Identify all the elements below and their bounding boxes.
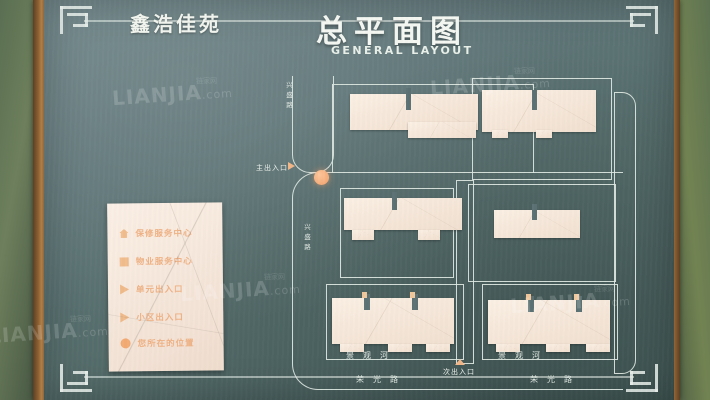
building-notch (576, 296, 582, 312)
road-outline-central-block (340, 188, 454, 278)
building-block-se1b (496, 344, 520, 352)
road-outline-south-west-block (326, 284, 464, 360)
main-entrance-triangle-icon (288, 162, 295, 170)
unit-entrance-marker (574, 294, 579, 300)
building-block-sw1b (340, 344, 364, 352)
legend-item-repair-center: 保修服务中心 (119, 227, 193, 240)
estate-name: 鑫浩佳苑 (130, 12, 222, 36)
building-block-n1b (408, 122, 476, 138)
you-are-here-marker (314, 170, 329, 185)
building-notch (532, 204, 537, 220)
frame-line-bottom (84, 376, 634, 378)
road-outline-west-loop (292, 76, 334, 173)
building-notch (364, 294, 370, 310)
main-entrance-label: 主出入口 (256, 164, 288, 172)
river-label-east: 景观河 (498, 351, 549, 360)
road-outline-east-block (468, 184, 616, 282)
legend-label: 您所在的位置 (137, 338, 195, 350)
legend-item-property-center: 物业服务中心 (119, 255, 193, 268)
building-block-ne1b (492, 130, 508, 138)
unit-entrance-marker (526, 294, 531, 300)
house-icon (119, 229, 128, 238)
wood-post-left (33, 0, 47, 400)
dot-icon (120, 338, 131, 349)
building-block-c1b (352, 230, 374, 240)
legend-item-your-location: 您所在的位置 (120, 337, 195, 350)
road-outline-east-edge (614, 92, 636, 374)
building-block-sw1 (332, 298, 454, 344)
triangle-icon (119, 284, 130, 295)
building-block-sw1c (388, 344, 412, 352)
building-block-sw1d (426, 344, 450, 352)
building-block-c1c (418, 230, 440, 240)
building-block-c1 (344, 198, 462, 230)
road-label-west-vertical: 兴盛路 (286, 81, 293, 109)
legend-label: 小区出入口 (136, 312, 184, 324)
road-label-central-vertical: 兴盛路 (304, 223, 311, 251)
building-block-ne1 (482, 90, 596, 132)
site-map: 兴盛路 兴盛路 主出入口 次出入口 景观河 景观河 荣光路 荣光路 (240, 62, 670, 390)
square-icon (119, 256, 129, 266)
unit-entrance-marker (362, 292, 367, 298)
triangle-icon (120, 312, 130, 323)
unit-entrance-marker (410, 292, 415, 298)
legend-label: 单元出入口 (135, 284, 184, 296)
legend-label: 保修服务中心 (135, 228, 193, 240)
building-block-se1c (546, 344, 570, 352)
building-notch (528, 296, 534, 312)
legend-item-community-entrance: 小区出入口 (120, 311, 184, 324)
road-outline-main-perimeter (292, 172, 623, 390)
road-outline-south-east-block (482, 284, 618, 360)
river-label-west: 景观河 (346, 351, 397, 360)
page-title: 总平面图 (316, 14, 468, 50)
road-label-south-west: 荣光路 (356, 375, 407, 384)
legend-card: 保修服务中心 物业服务中心 单元出入口 小区出入口 您所在的位置 (107, 202, 224, 372)
secondary-entrance-label: 次出入口 (443, 368, 475, 376)
building-block-e1 (494, 210, 580, 238)
building-notch (392, 192, 397, 210)
page-subtitle: GENERAL LAYOUT (331, 44, 474, 57)
building-block-se1 (488, 300, 610, 344)
site-plan-board: 鑫浩佳苑 总平面图 GENERAL LAYOUT 保修服务中心 物业服务中心 单… (44, 0, 674, 400)
secondary-entrance-triangle-icon (455, 359, 465, 365)
building-block-ne1c (536, 130, 552, 138)
frame-line-top (84, 20, 634, 22)
legend-item-unit-entrance: 单元出入口 (119, 283, 184, 296)
building-notch (532, 90, 537, 110)
road-label-south-east: 荣光路 (530, 375, 581, 384)
building-notch (412, 294, 418, 310)
building-block-se1d (586, 344, 610, 352)
legend-label: 物业服务中心 (135, 256, 193, 268)
road-outline-spine-vertical (456, 180, 474, 364)
building-notch (406, 88, 411, 110)
